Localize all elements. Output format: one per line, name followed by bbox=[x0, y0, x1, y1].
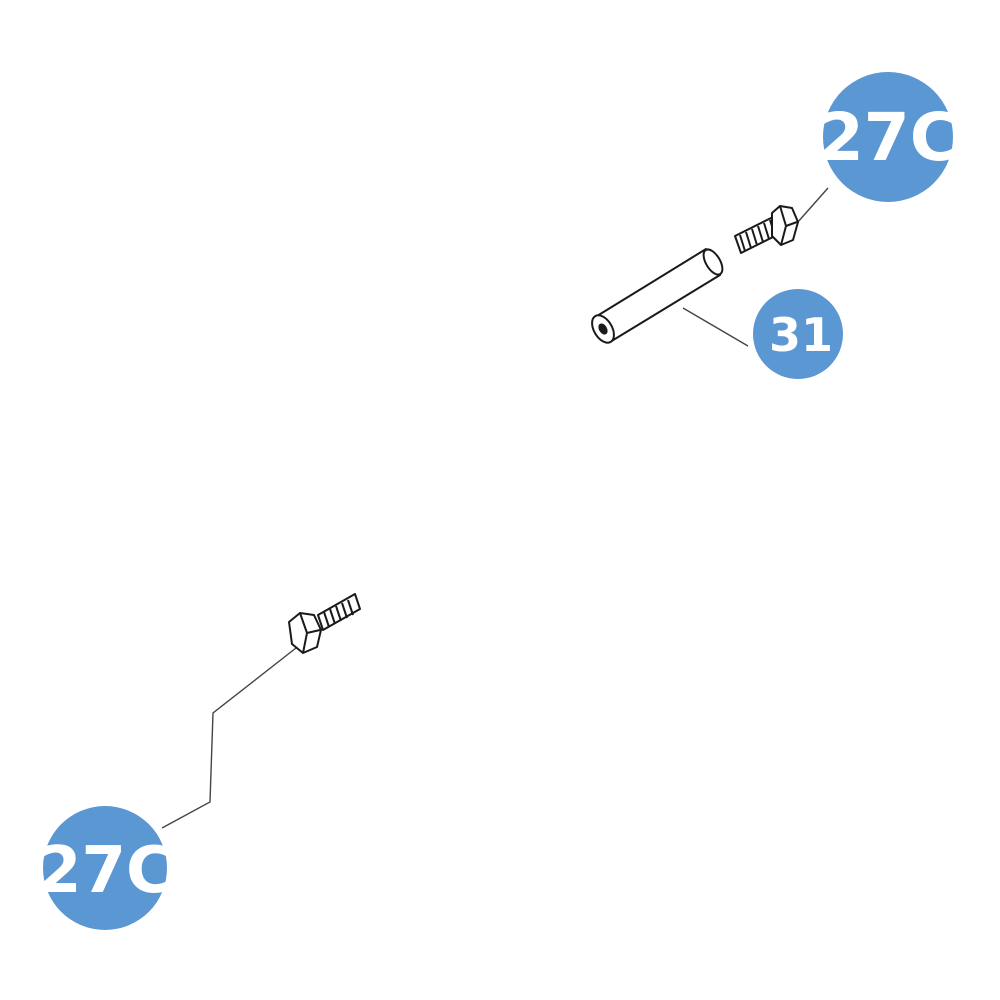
lower-bolt-part bbox=[288, 593, 361, 654]
leader-line-upper-bolt bbox=[796, 187, 829, 224]
callout-spacer-tube: 31 bbox=[753, 289, 843, 379]
leader-line-spacer-tube bbox=[682, 307, 749, 347]
upper-bolt-part bbox=[734, 205, 799, 254]
callout-label: 27C bbox=[37, 834, 173, 908]
callout-label: 27C bbox=[818, 99, 958, 176]
callout-bubble bbox=[823, 72, 953, 202]
callout-bubble bbox=[753, 289, 843, 379]
leader-line-lower-bolt bbox=[161, 647, 297, 829]
callout-bubble bbox=[43, 806, 167, 930]
callout-lower-bolt: 27C bbox=[37, 806, 173, 930]
callout-upper-bolt: 27C bbox=[818, 72, 958, 202]
spacer-tube-part bbox=[591, 248, 724, 344]
callout-label: 31 bbox=[769, 308, 833, 362]
